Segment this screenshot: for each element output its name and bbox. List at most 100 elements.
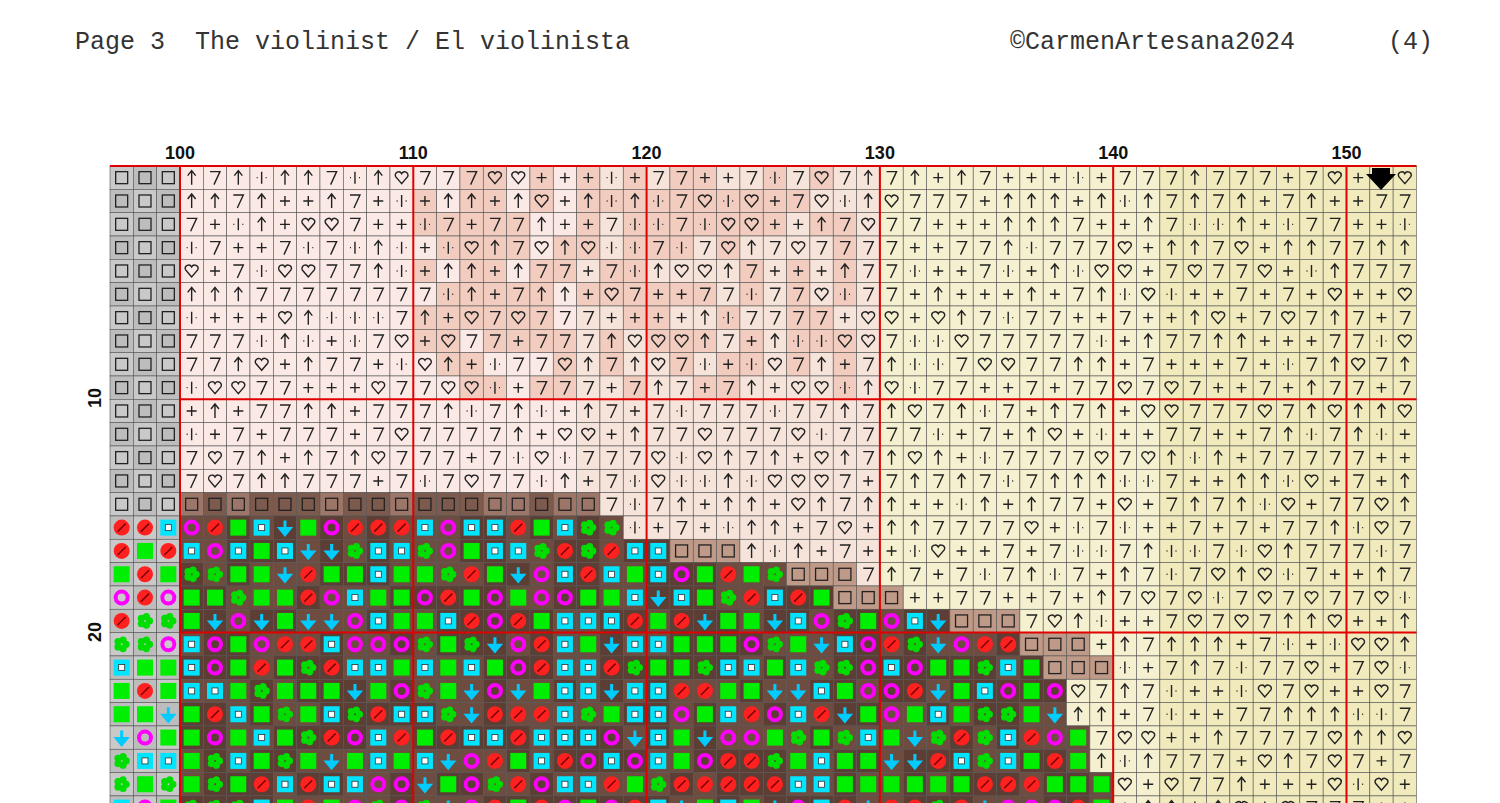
chart-cell	[740, 329, 763, 352]
chart-cell	[507, 516, 530, 539]
chart-cell	[180, 516, 203, 539]
chart-cell	[1113, 656, 1136, 679]
stitch-symbol	[1330, 242, 1340, 255]
stitch-symbol	[373, 219, 383, 229]
stitch-symbol	[139, 265, 151, 277]
chart-cell	[787, 423, 810, 446]
stitch-symbol	[863, 242, 873, 255]
chart-cell	[413, 423, 436, 446]
chart-cell	[390, 306, 413, 329]
chart-cell	[717, 726, 740, 749]
chart-cell	[157, 446, 180, 469]
stitch-symbol	[210, 313, 220, 323]
chart-cell	[460, 189, 483, 212]
chart-cell	[250, 679, 273, 702]
chart-cell	[273, 353, 296, 376]
chart-cell	[1370, 586, 1393, 609]
stitch-symbol	[1353, 219, 1363, 229]
chart-cell	[810, 189, 833, 212]
chart-cell	[1300, 423, 1323, 446]
chart-cell	[717, 516, 740, 539]
chart-cell	[1043, 679, 1066, 702]
chart-cell	[950, 399, 973, 422]
chart-cell	[390, 423, 413, 446]
chart-cell	[600, 376, 623, 399]
chart-cell	[203, 563, 226, 586]
chart-cell	[507, 773, 530, 796]
chart-cell	[1113, 609, 1136, 632]
stitch-symbol	[862, 218, 875, 230]
stitch-symbol	[910, 335, 920, 347]
chart-cell	[903, 236, 926, 259]
chart-cell	[553, 703, 576, 726]
chart-cell	[577, 189, 600, 212]
chart-cell	[133, 656, 156, 679]
chart-cell	[203, 586, 226, 609]
stitch-symbol	[373, 288, 383, 301]
chart-cell	[973, 773, 996, 796]
chart-cell	[530, 469, 553, 492]
stitch-symbol	[723, 312, 733, 324]
stitch-symbol	[1213, 195, 1223, 208]
stitch-symbol	[468, 194, 476, 208]
chart-cell	[180, 796, 203, 803]
chart-cell	[647, 586, 670, 609]
chart-cell	[273, 236, 296, 259]
chart-cell	[973, 166, 996, 189]
chart-cell	[460, 633, 483, 656]
chart-cell	[857, 609, 880, 632]
chart-cell	[1323, 656, 1346, 679]
stitch-symbol	[933, 195, 943, 208]
chart-cell	[1043, 283, 1066, 306]
chart-cell	[1370, 773, 1393, 796]
chart-cell	[1160, 586, 1183, 609]
chart-cell	[950, 726, 973, 749]
chart-cell	[1207, 259, 1230, 282]
chart-cell	[553, 796, 576, 803]
chart-cell	[1323, 423, 1346, 446]
chart-cell	[390, 469, 413, 492]
chart-cell	[763, 446, 786, 469]
stitch-symbol	[162, 335, 174, 347]
chart-cell	[973, 329, 996, 352]
stitch-symbol	[629, 335, 642, 347]
chart-cell	[1323, 563, 1346, 586]
stitch-symbol	[162, 218, 174, 230]
stitch-symbol	[350, 218, 360, 231]
chart-cell	[787, 516, 810, 539]
stitch-symbol	[958, 311, 966, 325]
stitch-symbol	[1143, 313, 1153, 323]
chart-cell	[577, 796, 600, 803]
chart-cell	[413, 166, 436, 189]
chart-cell	[390, 679, 413, 702]
chart-cell	[927, 259, 950, 282]
chart-cell	[997, 399, 1020, 422]
chart-cell	[297, 236, 320, 259]
chart-cell	[647, 796, 670, 803]
chart-cell	[600, 749, 623, 772]
chart-cell	[530, 259, 553, 282]
chart-cell	[320, 236, 343, 259]
chart-cell	[997, 726, 1020, 749]
chart-cell	[1323, 609, 1346, 632]
stitch-symbol	[630, 288, 640, 301]
chart-cell	[880, 633, 903, 656]
stitch-symbol	[677, 218, 687, 231]
chart-cell	[1300, 376, 1323, 399]
chart-cell	[320, 423, 343, 446]
chart-cell	[693, 516, 716, 539]
chart-cell	[367, 166, 390, 189]
chart-cell	[1090, 283, 1113, 306]
stitch-symbol	[1353, 173, 1363, 183]
chart-cell	[390, 773, 413, 796]
chart-cell	[507, 726, 530, 749]
chart-cell	[1346, 679, 1369, 702]
chart-cell	[997, 353, 1020, 376]
chart-cell	[623, 283, 646, 306]
chart-cell	[787, 329, 810, 352]
stitch-symbol	[513, 242, 523, 255]
chart-cell	[553, 353, 576, 376]
stitch-symbol	[1073, 172, 1083, 184]
chart-cell	[647, 189, 670, 212]
stitch-symbol	[723, 335, 733, 348]
